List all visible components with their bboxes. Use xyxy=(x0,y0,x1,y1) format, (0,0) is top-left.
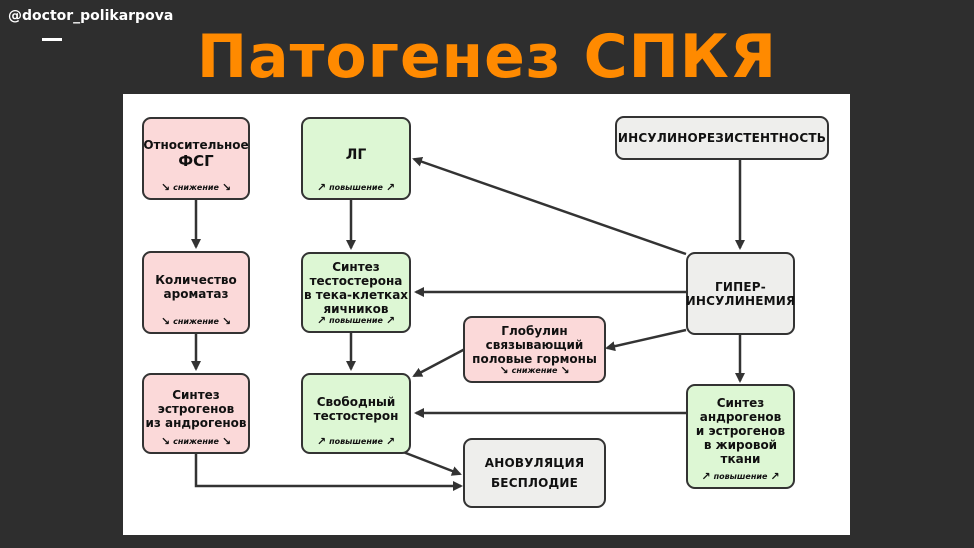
arrow-up-icon: ↗ xyxy=(316,314,327,327)
node-ir-label: ИНСУЛИНОРЕЗИСТЕНТНОСТЬ xyxy=(617,131,827,145)
author-handle: @doctor_polikarpova xyxy=(8,8,174,24)
node-lh-tag: ↗ повышение ↗ xyxy=(303,181,409,194)
node-anovulation: АНОВУЛЯЦИЯ БЕСПЛОДИЕ xyxy=(463,438,606,508)
arrow-down-icon: ↘ xyxy=(221,315,232,328)
node-aromatase-tag: ↘ снижение ↘ xyxy=(144,315,248,328)
arrow-down-icon: ↘ xyxy=(160,315,171,328)
node-fsh: Относительное ФСГ ↘ снижение ↘ xyxy=(142,117,250,200)
node-fsh-tag-text: снижение xyxy=(173,183,219,192)
arrow-up-icon: ↗ xyxy=(385,314,396,327)
diagram-panel: Относительное ФСГ ↘ снижение ↘ ЛГ ↗ повы… xyxy=(123,94,850,535)
arrow-free-to-anov xyxy=(397,448,462,476)
node-aromatase: Количество ароматаз ↘ снижение ↘ xyxy=(142,251,250,334)
node-fsh-tag: ↘ снижение ↘ xyxy=(144,181,248,194)
node-aromatase-tag-text: снижение xyxy=(173,317,219,326)
node-hyperins: ГИПЕР- ИНСУЛИНЕМИЯ xyxy=(686,252,795,335)
node-estro-synth-tag-text: снижение xyxy=(173,437,219,446)
node-lh: ЛГ ↗ повышение ↗ xyxy=(301,117,411,200)
arrow-up-icon: ↗ xyxy=(770,470,780,483)
arrow-up-icon: ↗ xyxy=(701,470,711,483)
node-lh-tag-text: повышение xyxy=(329,183,383,192)
node-shbg-tag: ↘ снижение ↘ xyxy=(465,364,604,377)
node-testo-synth-tag: ↗ повышение ↗ xyxy=(303,314,409,327)
node-estro-synth-label: Синтез эстрогенов из андрогенов xyxy=(145,387,247,430)
node-fat-synth-tag: ↗ повышение ↗ xyxy=(688,470,793,483)
node-lh-label: ЛГ xyxy=(345,146,367,163)
node-fat-synth-tag-text: повышение xyxy=(713,472,768,481)
node-hyperins-label: ГИПЕР- ИНСУЛИНЕМИЯ xyxy=(685,279,796,308)
node-aromatase-label: Количество ароматаз xyxy=(155,272,237,301)
node-fsh-label2: ФСГ xyxy=(178,151,214,170)
node-anovulation-label: АНОВУЛЯЦИЯ БЕСПЛОДИЕ xyxy=(484,456,585,490)
arrow-up-icon: ↗ xyxy=(316,181,327,194)
arrow-hyperins-to-lh xyxy=(412,156,687,256)
node-testo-synth: Синтез тестостерона в тека-клетках яични… xyxy=(301,252,411,333)
arrow-up-icon: ↗ xyxy=(385,435,396,448)
arrow-down-icon: ↘ xyxy=(221,181,232,194)
node-shbg: Глобулин связывающий половые гормоны ↘ с… xyxy=(463,316,606,383)
node-ir: ИНСУЛИНОРЕЗИСТЕНТНОСТЬ xyxy=(615,116,829,160)
arrow-down-icon: ↘ xyxy=(560,364,570,377)
arrow-down-icon: ↘ xyxy=(499,364,509,377)
arrow-up-icon: ↗ xyxy=(316,435,327,448)
arrow-estro-to-anov xyxy=(194,454,463,491)
arrow-down-icon: ↘ xyxy=(221,435,232,448)
arrow-hyperins-to-shbg xyxy=(605,328,687,352)
node-shbg-label: Глобулин связывающий половые гормоны xyxy=(472,323,597,366)
handle-underline xyxy=(42,38,62,41)
arrow-layer xyxy=(191,156,745,491)
node-free-testo-label: Свободный тестостерон xyxy=(313,394,399,423)
node-testo-synth-tag-text: повышение xyxy=(329,316,383,325)
node-fat-synth-label: Синтез андрогенов и эстрогенов в жировой… xyxy=(695,395,786,466)
arrow-shbg-to-free xyxy=(412,347,466,378)
arrow-down-icon: ↘ xyxy=(160,435,171,448)
node-fat-synth: Синтез андрогенов и эстрогенов в жировой… xyxy=(686,384,795,489)
node-estro-synth: Синтез эстрогенов из андрогенов ↘ снижен… xyxy=(142,373,250,454)
node-shbg-tag-text: снижение xyxy=(511,366,558,375)
node-free-testo-tag-text: повышение xyxy=(329,437,383,446)
slide-title: Патогенез СПКЯ xyxy=(196,22,778,92)
arrow-up-icon: ↗ xyxy=(385,181,396,194)
node-free-testo: Свободный тестостерон ↗ повышение ↗ xyxy=(301,373,411,454)
node-testo-synth-label: Синтез тестостерона в тека-клетках яични… xyxy=(303,259,409,316)
node-free-testo-tag: ↗ повышение ↗ xyxy=(303,435,409,448)
arrow-down-icon: ↘ xyxy=(160,181,171,194)
node-estro-synth-tag: ↘ снижение ↘ xyxy=(144,435,248,448)
node-fsh-label: Относительное xyxy=(143,137,249,152)
